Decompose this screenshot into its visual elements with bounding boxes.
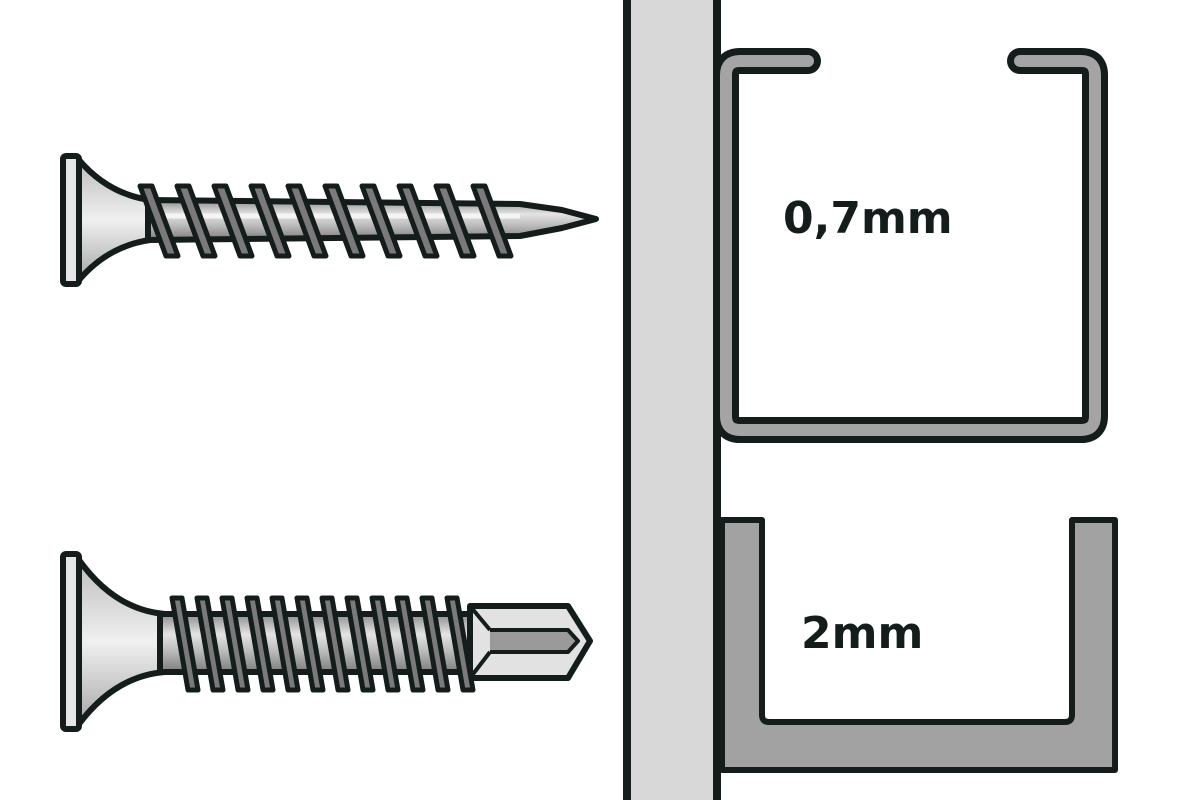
thread-ridge bbox=[369, 595, 401, 693]
thread-ridge bbox=[244, 595, 276, 693]
thread-ridge bbox=[169, 595, 201, 693]
thread-ridge bbox=[269, 595, 301, 693]
thread-ridge bbox=[394, 595, 426, 693]
thread-ridge bbox=[248, 183, 292, 259]
thread-ridge bbox=[322, 183, 366, 259]
thick-profile-thickness-label: 2mm bbox=[801, 608, 923, 659]
drywall-screw-icon bbox=[60, 153, 599, 287]
self-drilling-screw-icon bbox=[60, 551, 593, 732]
gypsum-board bbox=[623, 0, 721, 800]
thread-ridge bbox=[211, 183, 255, 259]
thread-ridge bbox=[359, 183, 403, 259]
thin-steel-profile bbox=[713, 48, 1108, 443]
thick-steel-profile bbox=[719, 517, 1118, 773]
thread-ridge bbox=[444, 595, 476, 693]
thread-ridge bbox=[219, 595, 251, 693]
thread-ridge bbox=[194, 595, 226, 693]
thread-ridge bbox=[419, 595, 451, 693]
thread-ridge bbox=[174, 183, 218, 259]
thread-ridge bbox=[433, 183, 477, 259]
thread-ridge bbox=[137, 183, 181, 259]
thread-ridge bbox=[344, 595, 376, 693]
thread-ridge bbox=[470, 183, 514, 259]
thread-ridge bbox=[285, 183, 329, 259]
thread-ridge bbox=[396, 183, 440, 259]
thread-ridge bbox=[319, 595, 351, 693]
thin-profile-thickness-label: 0,7mm bbox=[783, 193, 953, 244]
thread-ridge bbox=[294, 595, 326, 693]
